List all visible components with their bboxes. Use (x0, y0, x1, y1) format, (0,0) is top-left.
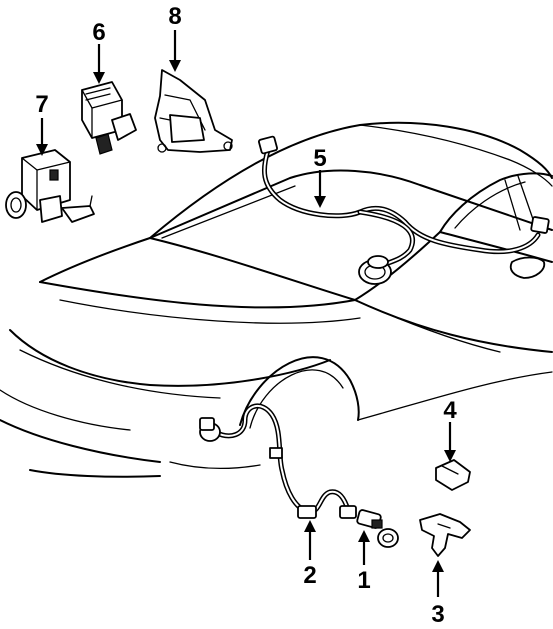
part-4-module (435, 459, 471, 491)
callout-1: 1 (357, 567, 370, 594)
callout-arrows (36, 30, 456, 597)
callout-8: 8 (168, 3, 181, 30)
callout-2: 2 (303, 562, 316, 589)
part-7-abs-unit (5, 149, 95, 223)
callout-5: 5 (313, 145, 326, 172)
part-8-bracket (154, 69, 233, 153)
wiring-harness-2 (199, 403, 357, 519)
part-3-bracket (419, 513, 471, 557)
wiring-harness-5 (258, 135, 550, 285)
callout-4: 4 (443, 397, 457, 424)
part-6-module (81, 81, 137, 155)
callout-6: 6 (92, 19, 105, 46)
part-1-sensor (356, 509, 399, 548)
callout-7: 7 (35, 91, 48, 118)
callout-labels: 8 6 7 5 4 2 1 3 (35, 3, 457, 628)
vehicle-outline (0, 121, 553, 478)
callout-3: 3 (431, 601, 444, 628)
